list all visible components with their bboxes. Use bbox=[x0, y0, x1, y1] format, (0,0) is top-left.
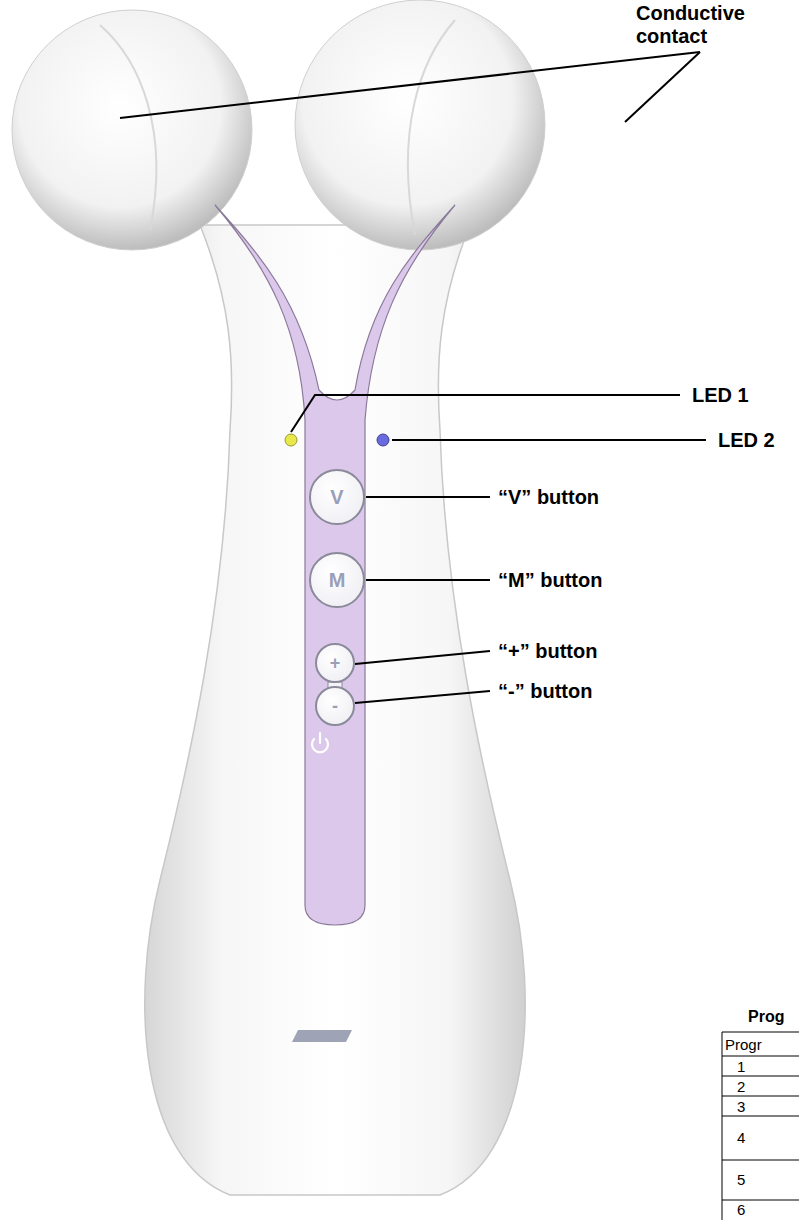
program-table-grid bbox=[722, 1032, 799, 1220]
table-cell: 4 bbox=[737, 1129, 745, 1146]
right-ball bbox=[295, 0, 545, 250]
leader-line bbox=[355, 691, 490, 703]
part-label: “+” button bbox=[498, 640, 597, 663]
leader-line bbox=[355, 651, 490, 664]
leader-line bbox=[625, 52, 700, 122]
button-letter: + bbox=[330, 654, 341, 672]
brand-logo bbox=[292, 1030, 352, 1042]
table-cell: 1 bbox=[737, 1058, 745, 1075]
leader-line bbox=[120, 52, 700, 118]
led-1 bbox=[285, 434, 297, 446]
part-label: “M” button bbox=[498, 569, 602, 592]
button-letter: V bbox=[330, 487, 343, 507]
part-label: “-” button bbox=[498, 680, 592, 703]
purple-strip bbox=[215, 205, 455, 925]
ball-cap-line bbox=[100, 25, 156, 230]
device-body bbox=[145, 225, 525, 1195]
button-letter: M bbox=[329, 570, 346, 590]
control-button: M bbox=[309, 552, 365, 608]
led-2 bbox=[377, 434, 389, 446]
control-button: V bbox=[309, 469, 365, 525]
table-cell: 5 bbox=[737, 1171, 745, 1188]
leader-line bbox=[366, 579, 490, 581]
part-label: LED 2 bbox=[718, 429, 775, 452]
table-cell: 2 bbox=[737, 1078, 745, 1095]
table-title: Prog bbox=[748, 1008, 784, 1026]
leader-line bbox=[392, 439, 706, 441]
part-label: “V” button bbox=[498, 486, 599, 509]
power-symbol bbox=[312, 733, 328, 752]
part-label: LED 1 bbox=[692, 384, 749, 407]
table-cell: 3 bbox=[737, 1098, 745, 1115]
control-button: + bbox=[315, 643, 355, 683]
left-ball bbox=[12, 10, 252, 250]
table-cell: 6 bbox=[737, 1201, 745, 1218]
control-button: - bbox=[315, 686, 355, 726]
leader-line bbox=[366, 496, 490, 498]
ball-cap-line bbox=[408, 20, 455, 235]
leader-line bbox=[291, 395, 680, 432]
table-header: Progr bbox=[725, 1036, 762, 1053]
part-label: Conductive contact bbox=[636, 2, 786, 48]
button-letter: - bbox=[332, 697, 338, 715]
